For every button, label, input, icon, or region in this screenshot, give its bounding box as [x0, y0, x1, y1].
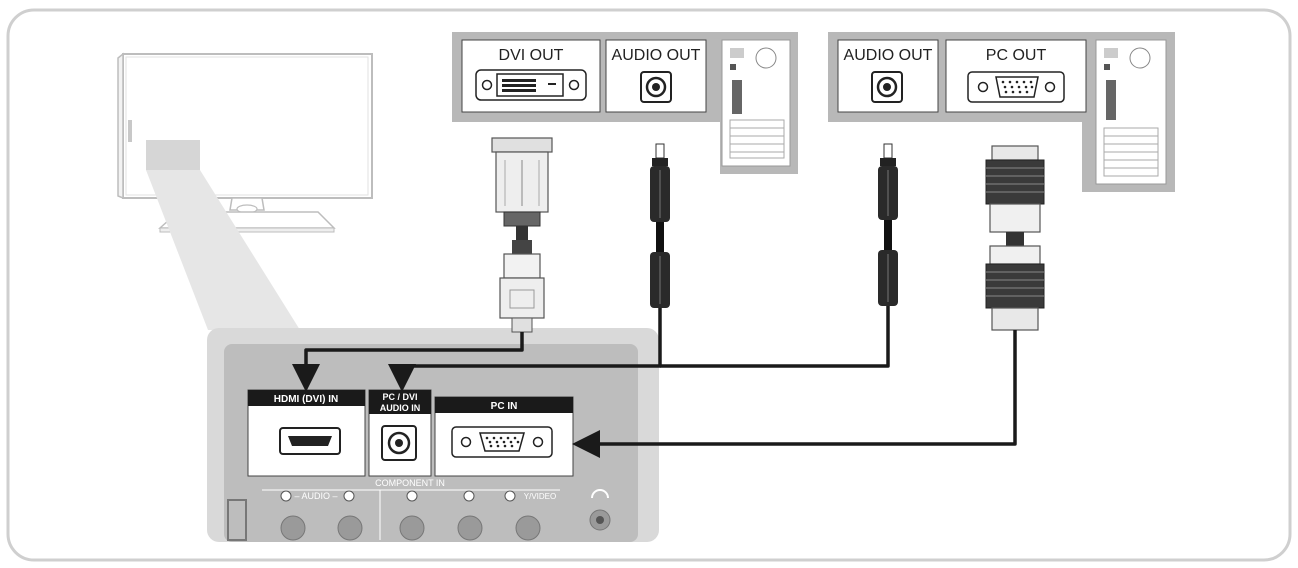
tv-port-highlight [146, 140, 200, 170]
pc1-dvi-out-label: DVI OUT [499, 47, 564, 64]
pc2-panel [828, 32, 1175, 192]
pc2-audio-connection-line [660, 306, 890, 368]
y-video-label: Y/VIDEO [524, 492, 556, 501]
tv-illustration [117, 52, 373, 233]
pc1-panel [452, 32, 798, 174]
pc2-pc-out-label: PC OUT [986, 47, 1047, 64]
component-in-row: COMPONENT IN – AUDIO – Y/VIDEO [227, 478, 611, 541]
headphone-icon [591, 489, 609, 499]
pc1-audio-cable [650, 143, 670, 308]
hdmi-in-label: HDMI (DVI) IN [274, 394, 338, 405]
pc2-audio-out-label: AUDIO OUT [844, 47, 933, 64]
vga-connection-line [572, 330, 1017, 458]
pc1-audio-connection-line [388, 308, 662, 392]
component-in-label: COMPONENT IN [375, 478, 445, 488]
tv-back-panel: HDMI (DVI) IN PC / DVI AUDIO IN PC IN [207, 328, 659, 542]
hdmi-in-port [247, 389, 366, 477]
pc-in-label: PC IN [491, 401, 518, 412]
vga-cable [985, 145, 1045, 331]
hdmi-connection-line [292, 332, 524, 392]
zoom-projection [146, 170, 300, 330]
pc-dvi-audio-in-label-line2: AUDIO IN [380, 403, 421, 413]
pc2-audio-cable [878, 143, 898, 306]
pc1-audio-out-label: AUDIO OUT [612, 47, 701, 64]
connection-lines [292, 306, 1017, 458]
audio-sub-label: – AUDIO – [294, 491, 337, 501]
pc-dvi-audio-in-port [368, 389, 432, 477]
pc-in-port [434, 396, 574, 477]
pc-dvi-audio-in-label-line1: PC / DVI [382, 392, 417, 402]
dvi-to-hdmi-cable [491, 137, 553, 333]
